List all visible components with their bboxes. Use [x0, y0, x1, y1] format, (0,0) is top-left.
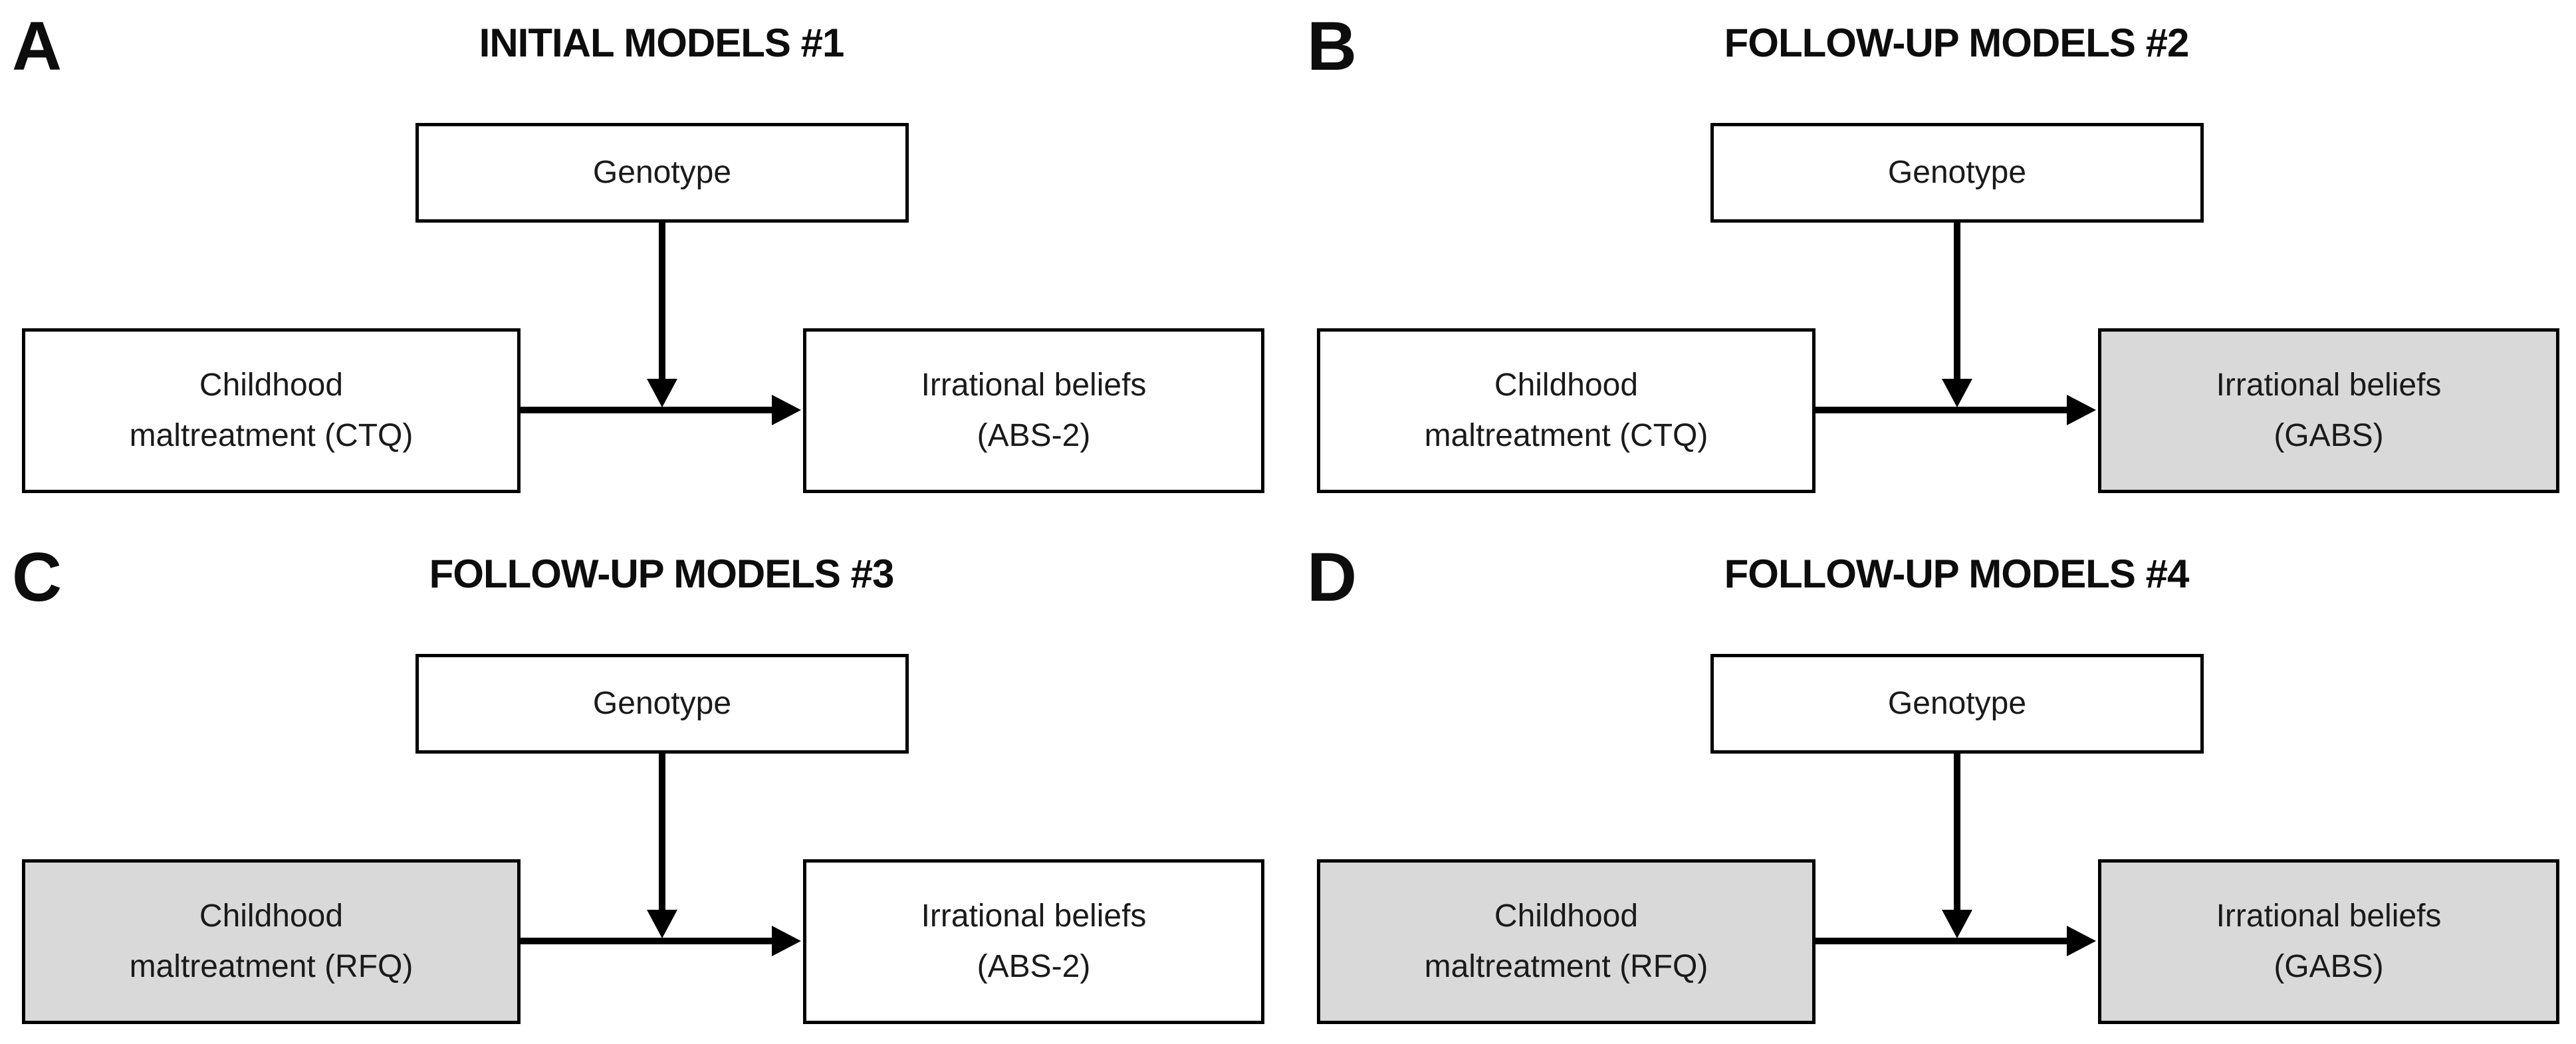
- outcome-label-line1: Irrational beliefs: [921, 898, 1147, 934]
- genotype-box: Genotype: [1710, 654, 2204, 754]
- predictor-box: Childhood maltreatment (RFQ): [22, 859, 521, 1024]
- moderation-arrowhead-down-icon: [647, 910, 677, 938]
- outcome-label-line1: Irrational beliefs: [921, 367, 1147, 403]
- outcome-label-line2: (GABS): [2274, 949, 2384, 984]
- outcome-label-line2: (ABS-2): [977, 949, 1091, 984]
- panel-letter: D: [1307, 539, 1357, 616]
- genotype-label: Genotype: [1887, 155, 2027, 190]
- panel-title: FOLLOW-UP MODELS #4: [1724, 552, 2190, 596]
- panel-title: INITIAL MODELS #1: [479, 21, 845, 65]
- moderation-arrow-shaft: [659, 222, 665, 380]
- predictor-label-line2: maltreatment (RFQ): [129, 949, 413, 984]
- effect-arrow-shaft: [1814, 407, 2068, 413]
- panel-title: FOLLOW-UP MODELS #3: [429, 552, 895, 596]
- predictor-label-line2: maltreatment (CTQ): [129, 418, 413, 453]
- effect-arrow-shaft: [1814, 938, 2068, 944]
- effect-arrowhead-right-icon: [2067, 395, 2096, 425]
- moderation-arrowhead-down-icon: [647, 379, 677, 407]
- panel-c: C FOLLOW-UP MODELS #3 Genotype Childhood…: [0, 531, 1283, 1044]
- predictor-box: Childhood maltreatment (RFQ): [1317, 859, 1815, 1024]
- genotype-label: Genotype: [592, 686, 732, 721]
- panel-letter: B: [1307, 8, 1357, 85]
- effect-arrowhead-right-icon: [772, 926, 801, 956]
- genotype-box: Genotype: [415, 654, 909, 754]
- panel-title: FOLLOW-UP MODELS #2: [1724, 21, 2190, 65]
- moderation-arrow-shaft: [659, 753, 665, 911]
- panel-d: D FOLLOW-UP MODELS #4 Genotype Childhood…: [1295, 531, 2576, 1044]
- moderation-arrow-shaft: [1954, 753, 1960, 911]
- outcome-label-line2: (ABS-2): [977, 418, 1091, 453]
- panel-b: B FOLLOW-UP MODELS #2 Genotype Childhood…: [1295, 0, 2576, 513]
- outcome-box: Irrational beliefs (ABS-2): [803, 859, 1264, 1024]
- effect-arrow-shaft: [519, 938, 773, 944]
- moderation-arrowhead-down-icon: [1942, 910, 1972, 938]
- effect-arrowhead-right-icon: [2067, 926, 2096, 956]
- effect-arrow-shaft: [519, 407, 773, 413]
- panel-letter: C: [12, 539, 62, 616]
- predictor-label-line2: maltreatment (RFQ): [1424, 949, 1708, 984]
- predictor-label-line1: Childhood: [1494, 367, 1639, 403]
- outcome-box: Irrational beliefs (ABS-2): [803, 328, 1264, 493]
- moderation-arrowhead-down-icon: [1942, 379, 1972, 407]
- predictor-label-line2: maltreatment (CTQ): [1424, 418, 1708, 453]
- outcome-label-line1: Irrational beliefs: [2216, 898, 2442, 934]
- predictor-label-line1: Childhood: [199, 367, 344, 403]
- effect-arrowhead-right-icon: [772, 395, 801, 425]
- moderation-arrow-shaft: [1954, 222, 1960, 380]
- outcome-label-line1: Irrational beliefs: [2216, 367, 2442, 403]
- genotype-box: Genotype: [415, 123, 909, 223]
- predictor-label-line1: Childhood: [1494, 898, 1639, 934]
- predictor-box: Childhood maltreatment (CTQ): [1317, 328, 1815, 493]
- genotype-label: Genotype: [1887, 686, 2027, 721]
- genotype-box: Genotype: [1710, 123, 2204, 223]
- panel-a: A INITIAL MODELS #1 Genotype Childhood m…: [0, 0, 1283, 513]
- panel-letter: A: [12, 8, 62, 85]
- outcome-box: Irrational beliefs (GABS): [2098, 328, 2559, 493]
- outcome-label-line2: (GABS): [2274, 418, 2384, 453]
- predictor-box: Childhood maltreatment (CTQ): [22, 328, 521, 493]
- predictor-label-line1: Childhood: [199, 898, 344, 934]
- genotype-label: Genotype: [592, 155, 732, 190]
- outcome-box: Irrational beliefs (GABS): [2098, 859, 2559, 1024]
